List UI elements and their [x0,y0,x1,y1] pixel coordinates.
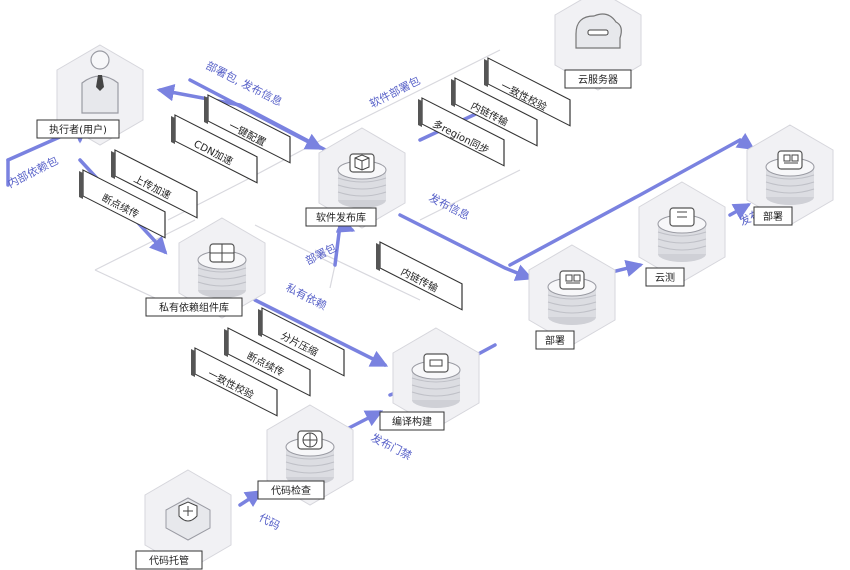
node-private-repo: 私有依赖组件库 [145,217,266,319]
node-cloud-server: 云服务器 [554,0,642,91]
node-label-release-repo: 软件发布库 [316,211,366,224]
node-deploy-top: 部署 [746,124,834,226]
node-release-repo: 软件发布库 [305,127,406,229]
flow-label-software-deploy-pkg: 软件部署包 [367,73,422,110]
node-label-deploy-top: 部署 [763,210,783,223]
card-resume [79,169,166,239]
node-cloud-test: 云测 [638,181,726,287]
card-multi-region [418,97,505,167]
person-icon [81,50,119,114]
node-code-check: 代码检查 [257,404,354,506]
flow-label-code: 代码 [257,511,283,533]
grid-icon [210,244,234,262]
node-label-deploy-main: 部署 [545,334,565,347]
node-code-host: 代码托管 [135,469,232,570]
node-label-build: 编译构建 [392,415,432,428]
node-label-code-check: 代码检查 [271,484,311,497]
background-lines [94,49,521,306]
flow-label-release-gate-1: 发布门禁 [369,430,415,462]
card-cdn [171,114,258,184]
card-upload-accel [111,149,198,219]
node-label-code-host: 代码托管 [149,554,189,567]
card-internal-transfer-2 [376,241,463,311]
node-user: 执行者(用户) [36,44,144,146]
card-shard-compress [258,307,345,377]
flow-label-release-info: 发布信息 [427,190,473,222]
node-build: 编译构建 [379,327,480,431]
cloud-server-icon [575,13,622,49]
node-label-cloud-test: 云测 [655,271,675,284]
shield-icon [165,497,211,541]
card-one-click-config [204,94,291,164]
node-label-private-repo: 私有依赖组件库 [159,301,229,314]
node-label-user: 执行者(用户) [49,123,107,136]
package-icon [354,154,370,171]
card-consistency-2 [191,347,278,417]
test-icon [677,211,687,218]
card-consistency [484,57,571,127]
node-label-cloud-server: 云服务器 [578,73,618,86]
deploy-icon [565,274,581,284]
node-deploy-main: 部署 [528,244,616,350]
card-resume-2 [224,327,311,397]
card-internal-transfer [451,77,538,147]
deploy-icon-2 [783,154,799,164]
flow-label-private-dep: 私有依赖 [284,280,330,312]
